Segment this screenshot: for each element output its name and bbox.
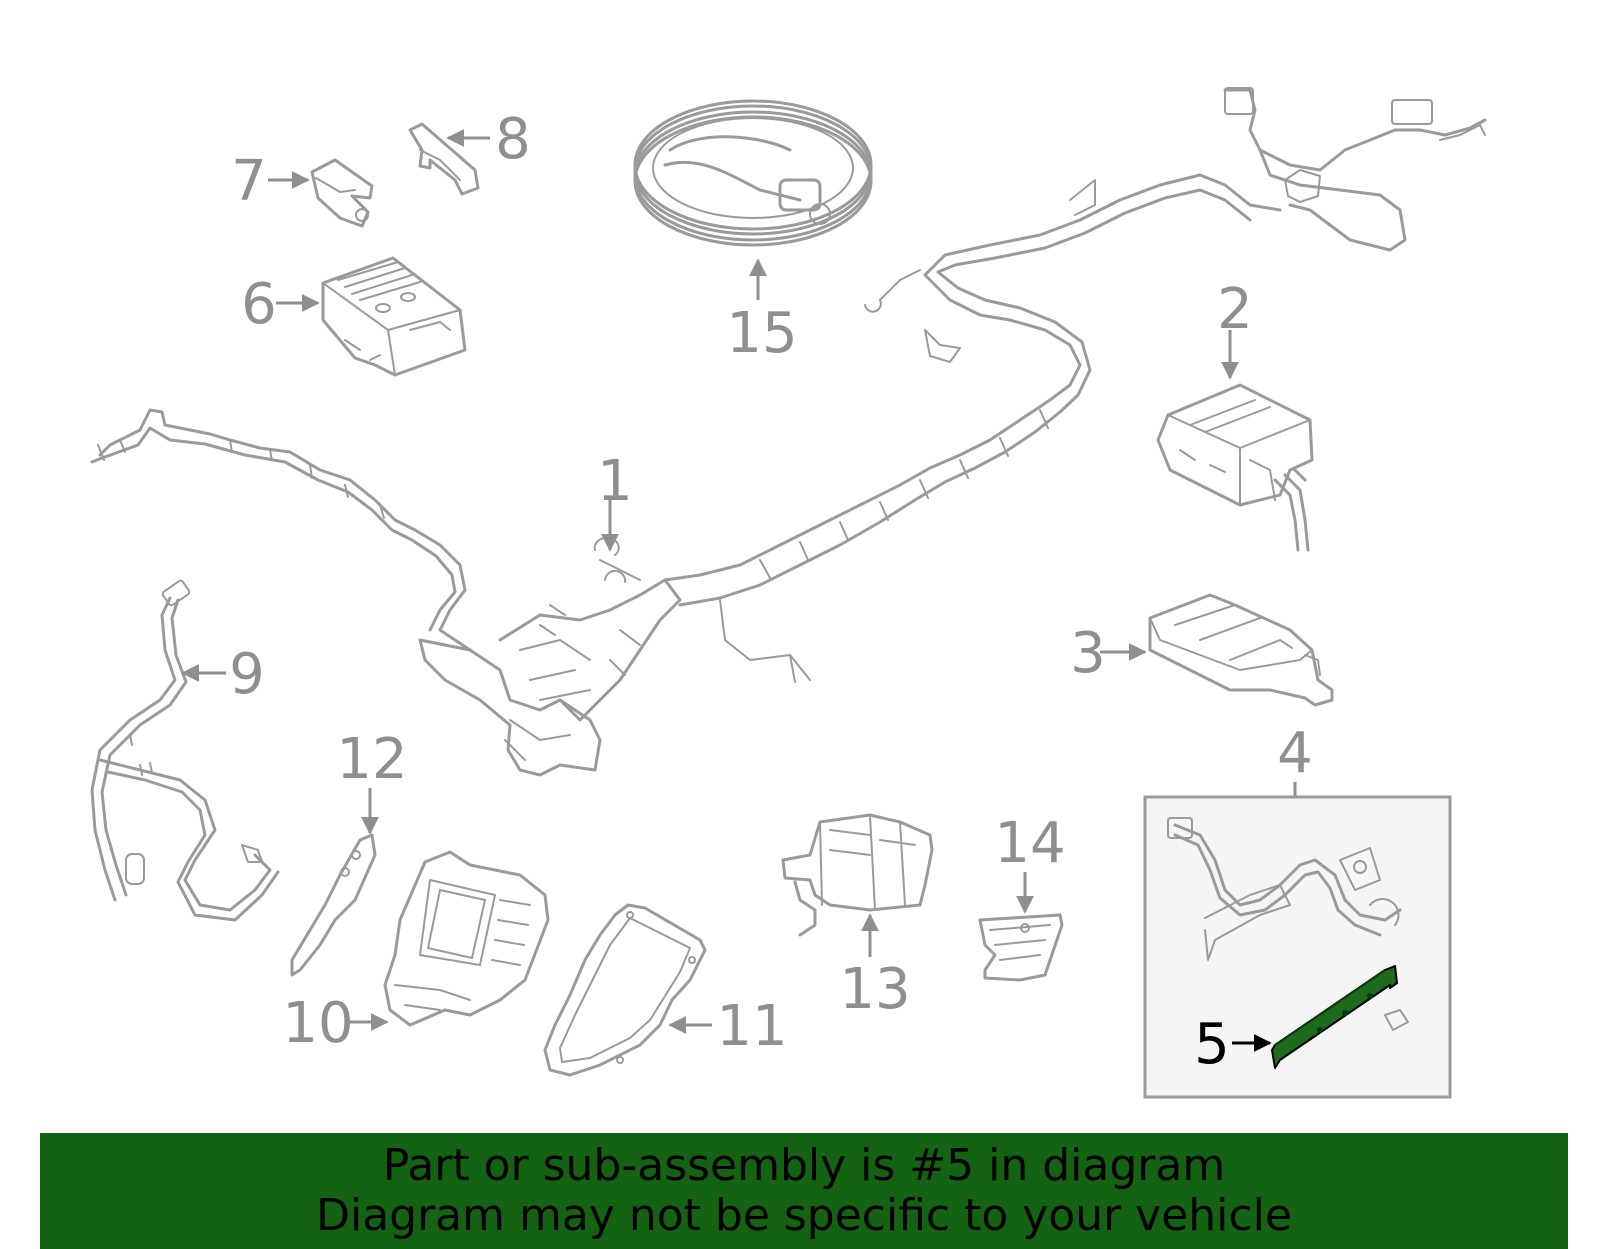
callout-1: 1 xyxy=(597,449,633,514)
part-8-bracket xyxy=(408,122,480,196)
callout-3: 3 xyxy=(1070,621,1106,686)
info-banner: Part or sub-assembly is #5 in diagram Di… xyxy=(40,1133,1568,1249)
callout-13: 13 xyxy=(839,957,910,1022)
part-12-bracket xyxy=(290,833,377,977)
callout-4: 4 xyxy=(1277,721,1313,786)
part-14-bracket xyxy=(978,913,1064,982)
part-4-harness-assembly xyxy=(1167,817,1409,1031)
callout-5: 5 xyxy=(1194,1012,1230,1077)
callout-15: 15 xyxy=(726,301,797,366)
part-13-housing xyxy=(781,813,934,937)
part-15-cable-coil xyxy=(633,99,873,247)
callout-9: 9 xyxy=(229,642,265,707)
part-6-module xyxy=(321,256,467,377)
part-3-tray-bracket xyxy=(1148,593,1334,707)
callout-2: 2 xyxy=(1217,277,1253,342)
part-2-module xyxy=(1156,383,1314,552)
banner-line-2: Diagram may not be specific to your vehi… xyxy=(316,1190,1292,1241)
callout-14: 14 xyxy=(994,811,1065,876)
callout-10: 10 xyxy=(282,991,353,1056)
part-1-main-harness xyxy=(90,87,1487,777)
callout-12: 12 xyxy=(336,727,407,792)
callout-7: 7 xyxy=(231,149,267,214)
part-7-clip xyxy=(310,158,374,228)
callout-11: 11 xyxy=(716,994,787,1059)
part-11-cover xyxy=(543,903,707,1077)
callout-8: 8 xyxy=(495,107,531,172)
callout-6: 6 xyxy=(241,272,277,337)
part-9-wire xyxy=(90,579,280,922)
part-10-fuse-box xyxy=(383,850,550,1027)
banner-line-1: Part or sub-assembly is #5 in diagram xyxy=(382,1140,1226,1191)
part-5-highlighted xyxy=(1271,965,1398,1069)
